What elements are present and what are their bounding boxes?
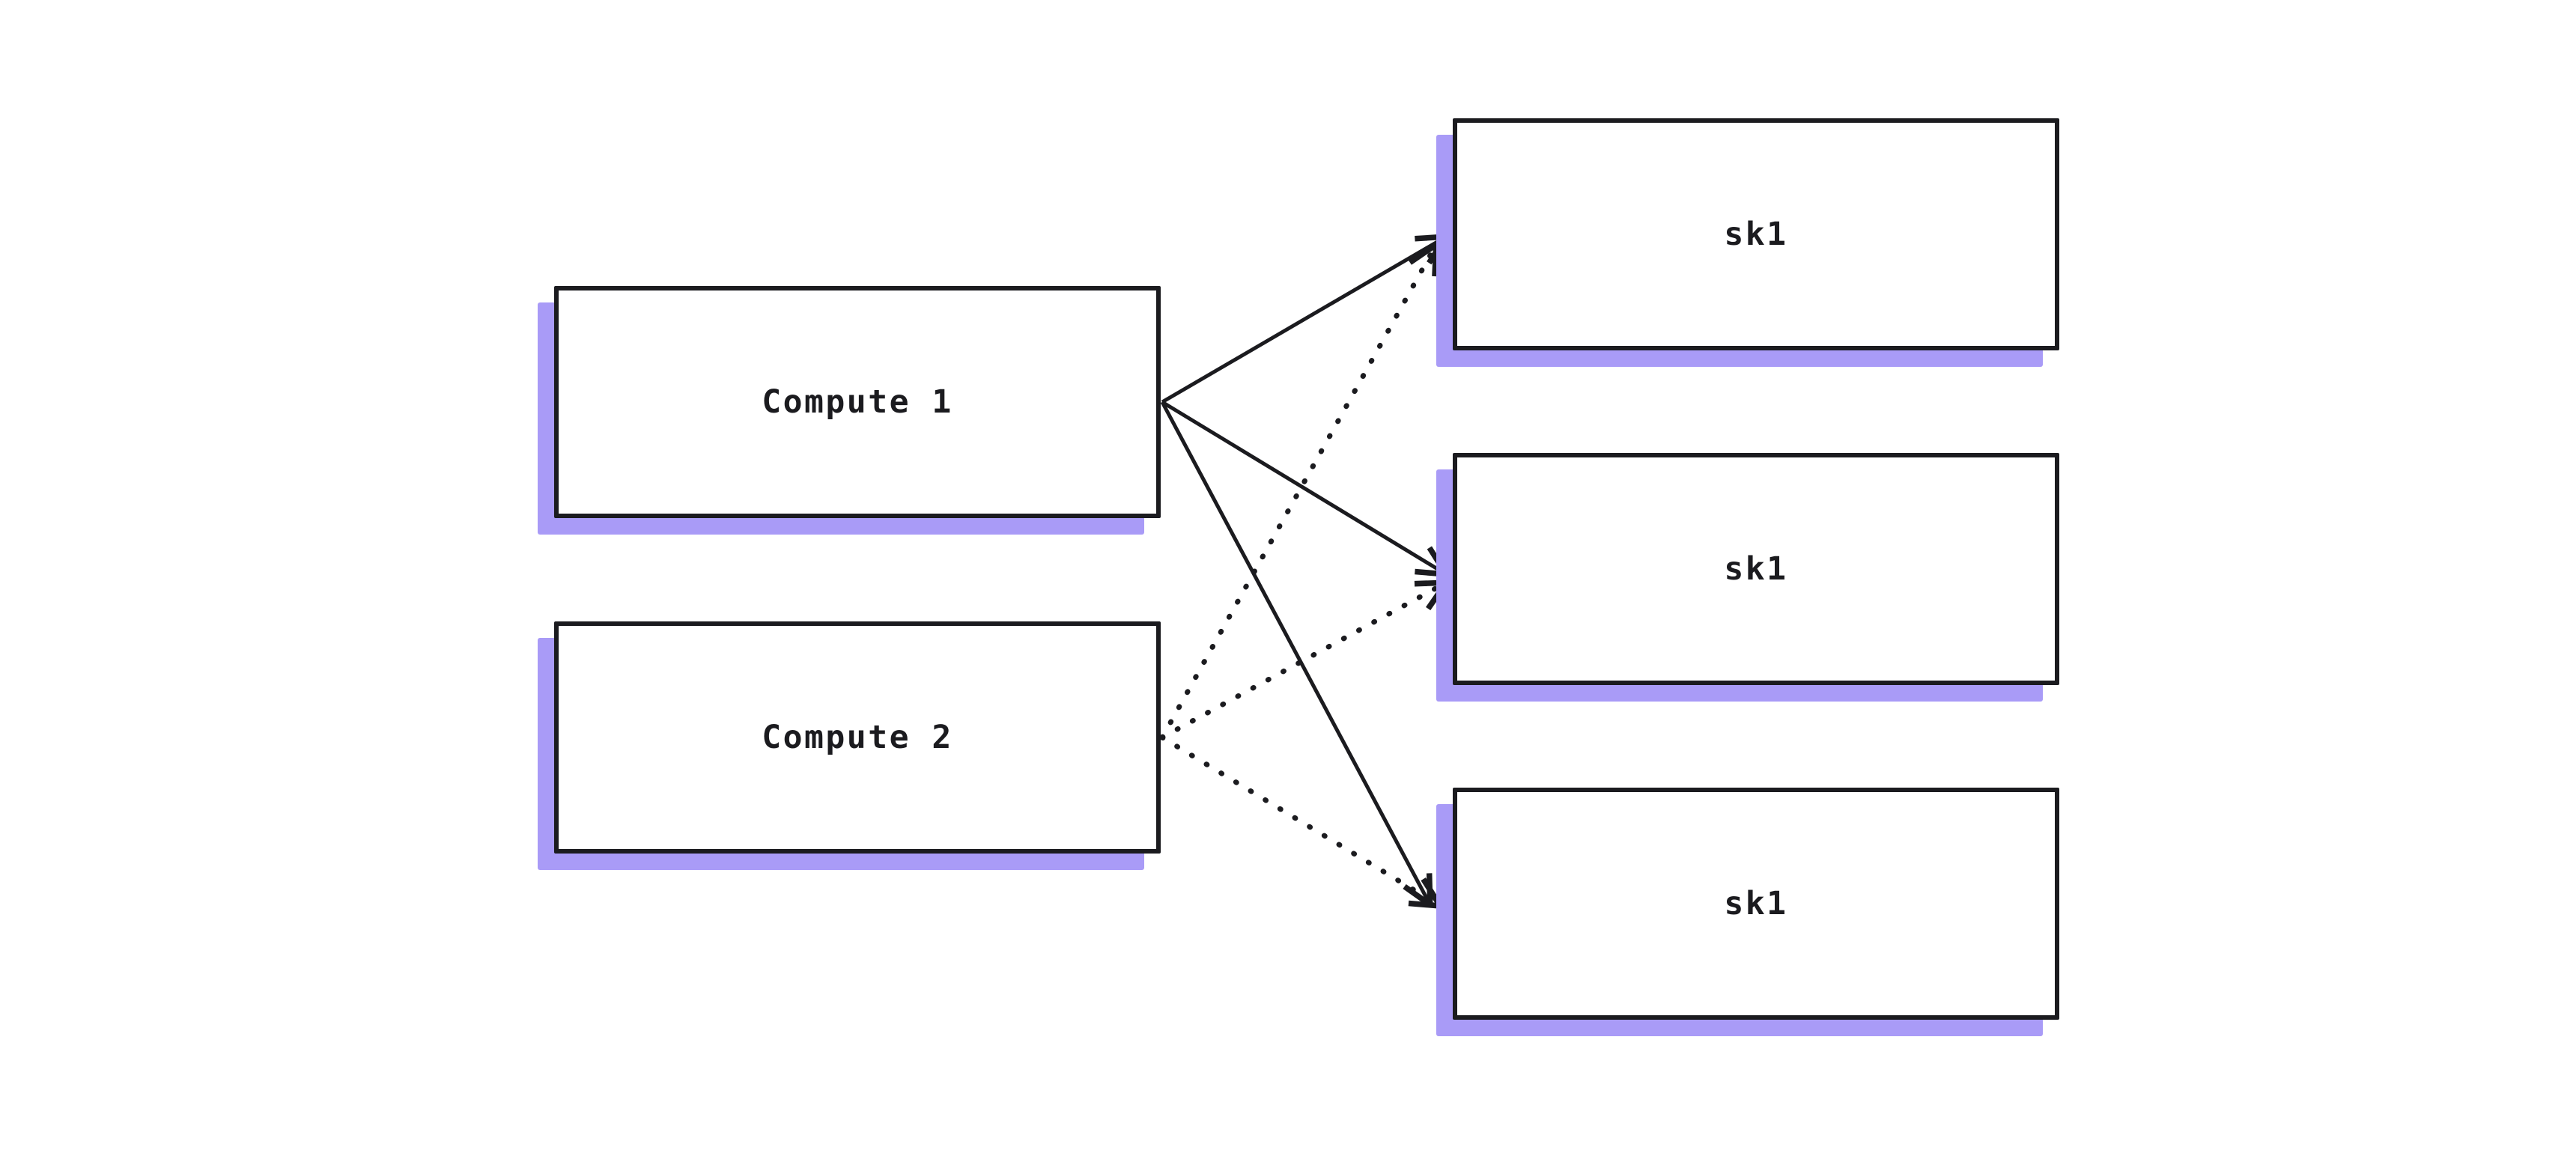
edge-compute-1-to-sk1-a [1161,238,1444,404]
edge-compute-2-to-sk1-c [1159,734,1438,904]
edge-compute-2-to-sk1-a [1159,247,1435,740]
node-label-compute-1: Compute 1 [762,383,953,421]
node-label-sk1-c: sk1 [1724,884,1788,922]
node-box-sk1-c[interactable]: sk1 [1453,788,2059,1020]
edge-compute-2-to-sk1-b [1159,584,1444,740]
node-compute-1[interactable]: Compute 1 [538,286,1161,535]
node-box-sk1-b[interactable]: sk1 [1453,453,2059,685]
node-label-compute-2: Compute 2 [762,718,953,756]
node-box-compute-1[interactable]: Compute 1 [554,286,1161,518]
node-box-compute-2[interactable]: Compute 2 [554,621,1161,854]
node-sk1-c[interactable]: sk1 [1436,788,2059,1036]
edge-compute-1-to-sk1-c [1160,401,1429,902]
node-sk1-a[interactable]: sk1 [1436,118,2059,367]
node-sk1-b[interactable]: sk1 [1436,453,2059,702]
node-compute-2[interactable]: Compute 2 [538,621,1161,870]
node-label-sk1-b: sk1 [1724,550,1788,588]
edge-compute-1-to-sk1-b [1161,400,1444,573]
node-box-sk1-a[interactable]: sk1 [1453,118,2059,350]
node-label-sk1-a: sk1 [1724,215,1788,253]
